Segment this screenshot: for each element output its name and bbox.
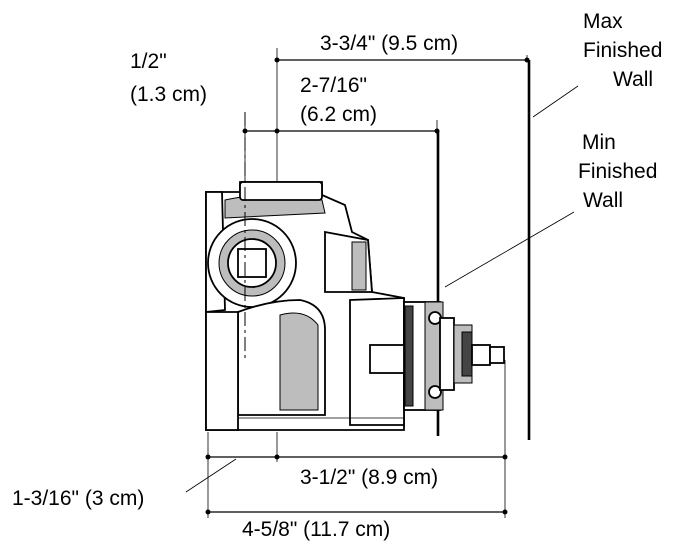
min-wall-depth-label: 2-7/16" [300,74,367,97]
valve-body [205,181,405,431]
max-wall-leader [532,85,579,118]
body-to-stem-label: 3-1/2" (8.9 cm) [300,466,438,489]
overall-length-label: 4-5/8" (11.7 cm) [242,518,390,541]
cartridge-assembly [369,301,505,411]
max-wall-depth-label: 3-3/4" (9.5 cm) [320,32,458,55]
back-offset-label: 1-3/16" (3 cm) [12,487,144,510]
min-wall-label-line3: Wall [583,189,623,212]
min-wall-label-line2: Finished [578,160,657,183]
top-offset-metric-label: (1.3 cm) [130,83,207,106]
top-offset-label: 1/2" [130,50,167,73]
min-wall-leader [444,211,575,288]
min-wall-depth-metric-label: (6.2 cm) [300,103,377,126]
min-wall-label-line1: Min [582,131,616,154]
top-dimension-lines [242,48,530,215]
max-wall-label-line2: Finished [583,39,662,62]
max-wall-label-line1: Max [583,10,623,33]
bottom-dimension-lines [185,360,508,518]
max-wall-label-line3: Wall [613,68,653,91]
